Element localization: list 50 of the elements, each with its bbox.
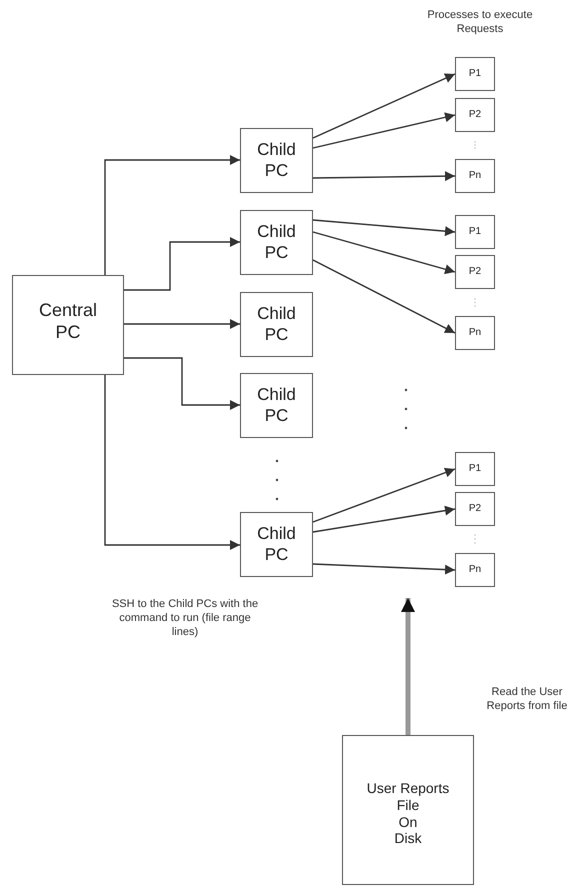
file-box: [342, 735, 474, 885]
arrow: [401, 598, 415, 735]
process-box: [455, 316, 495, 350]
arrow: [312, 112, 456, 149]
process-box: [455, 215, 495, 249]
child-pc-box: [240, 373, 313, 438]
annotation-text: SSH to the Child PCs with the command to run (file range lines): [110, 597, 260, 639]
arrow: [312, 506, 456, 533]
arrow: [104, 155, 240, 275]
arrow: [124, 319, 240, 329]
annotation-text: Processes to execute Requests: [426, 8, 534, 36]
arrow: [124, 237, 240, 291]
arrow: [312, 259, 456, 334]
process-box: [455, 98, 495, 132]
node-label: Central PC: [38, 300, 98, 344]
arrow: [312, 563, 456, 575]
arrow: [312, 231, 456, 274]
process-box: [455, 255, 495, 289]
node-label: Child PC: [256, 385, 297, 426]
child-pc-box: [240, 210, 313, 275]
process-box: [455, 492, 495, 526]
arrow: [312, 468, 456, 523]
node-label: Child PC: [256, 140, 297, 181]
node-label: Child PC: [256, 222, 297, 263]
process-label: P2: [468, 266, 482, 278]
child-pc-box: [240, 128, 313, 193]
process-label: Pn: [468, 327, 482, 339]
process-box: [455, 553, 495, 587]
process-label: P1: [468, 68, 482, 80]
process-box: [455, 159, 495, 193]
process-box: [455, 452, 495, 486]
process-label: Pn: [468, 564, 482, 576]
arrow: [124, 357, 240, 410]
arrow: [104, 375, 240, 550]
arrow: [312, 219, 456, 236]
node-label: Child PC: [256, 304, 297, 345]
node-label: Child PC: [256, 524, 297, 565]
child-pc-box: [240, 512, 313, 577]
annotation-text: Read the User Reports from file: [486, 685, 568, 713]
arrow: [312, 73, 456, 139]
process-label: Pn: [468, 170, 482, 182]
central-pc-box: [12, 275, 124, 375]
node-label: User Reports File On Disk: [366, 780, 450, 848]
process-box: [455, 57, 495, 91]
child-pc-box: [240, 292, 313, 357]
process-label: P1: [468, 463, 482, 475]
arrow: [313, 171, 455, 182]
process-label: P1: [468, 226, 482, 238]
process-label: P2: [468, 503, 482, 515]
process-label: P2: [468, 109, 482, 121]
